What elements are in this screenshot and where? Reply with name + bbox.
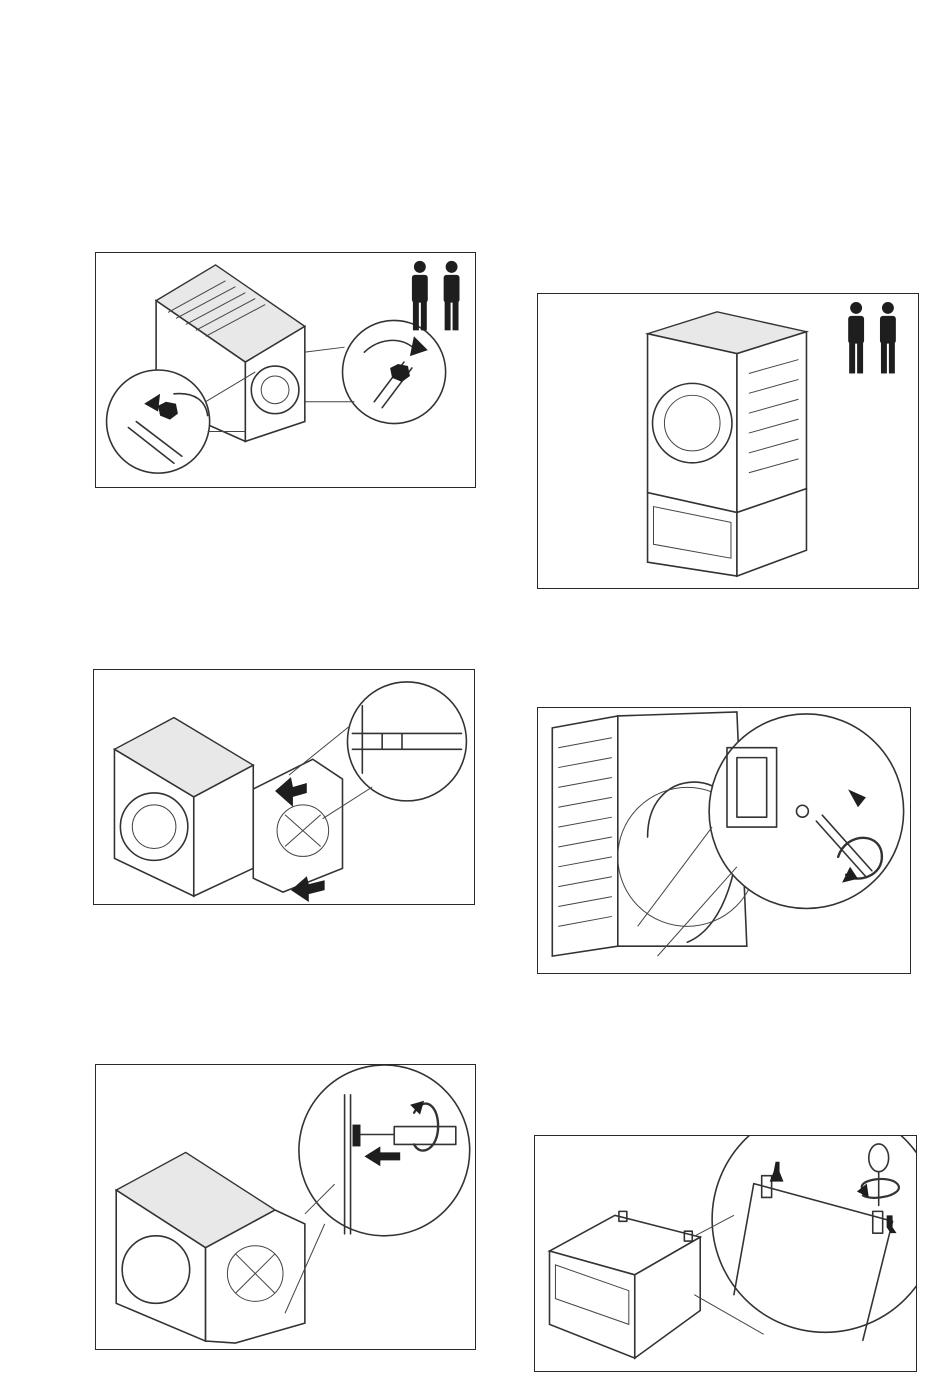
two-persons-icon — [848, 302, 896, 374]
illustration-detach-rear-panel — [94, 670, 474, 904]
illustration-remove-rear-screws — [96, 253, 475, 487]
two-persons-icon — [412, 261, 460, 330]
figure-machine-on-pedestal — [537, 293, 919, 589]
figure-pedestal-brackets — [534, 1135, 917, 1372]
illustration-machine-on-pedestal — [538, 294, 918, 588]
figure-detach-rear-panel — [93, 669, 475, 905]
figure-loosen-screw-inside — [537, 707, 911, 974]
illustration-fasten-screw-rear — [96, 1065, 475, 1349]
illustration-loosen-screw-inside — [538, 708, 910, 973]
figure-fasten-screw-rear — [95, 1064, 476, 1350]
illustration-pedestal-brackets — [535, 1136, 916, 1371]
figure-remove-rear-screws — [95, 252, 476, 488]
